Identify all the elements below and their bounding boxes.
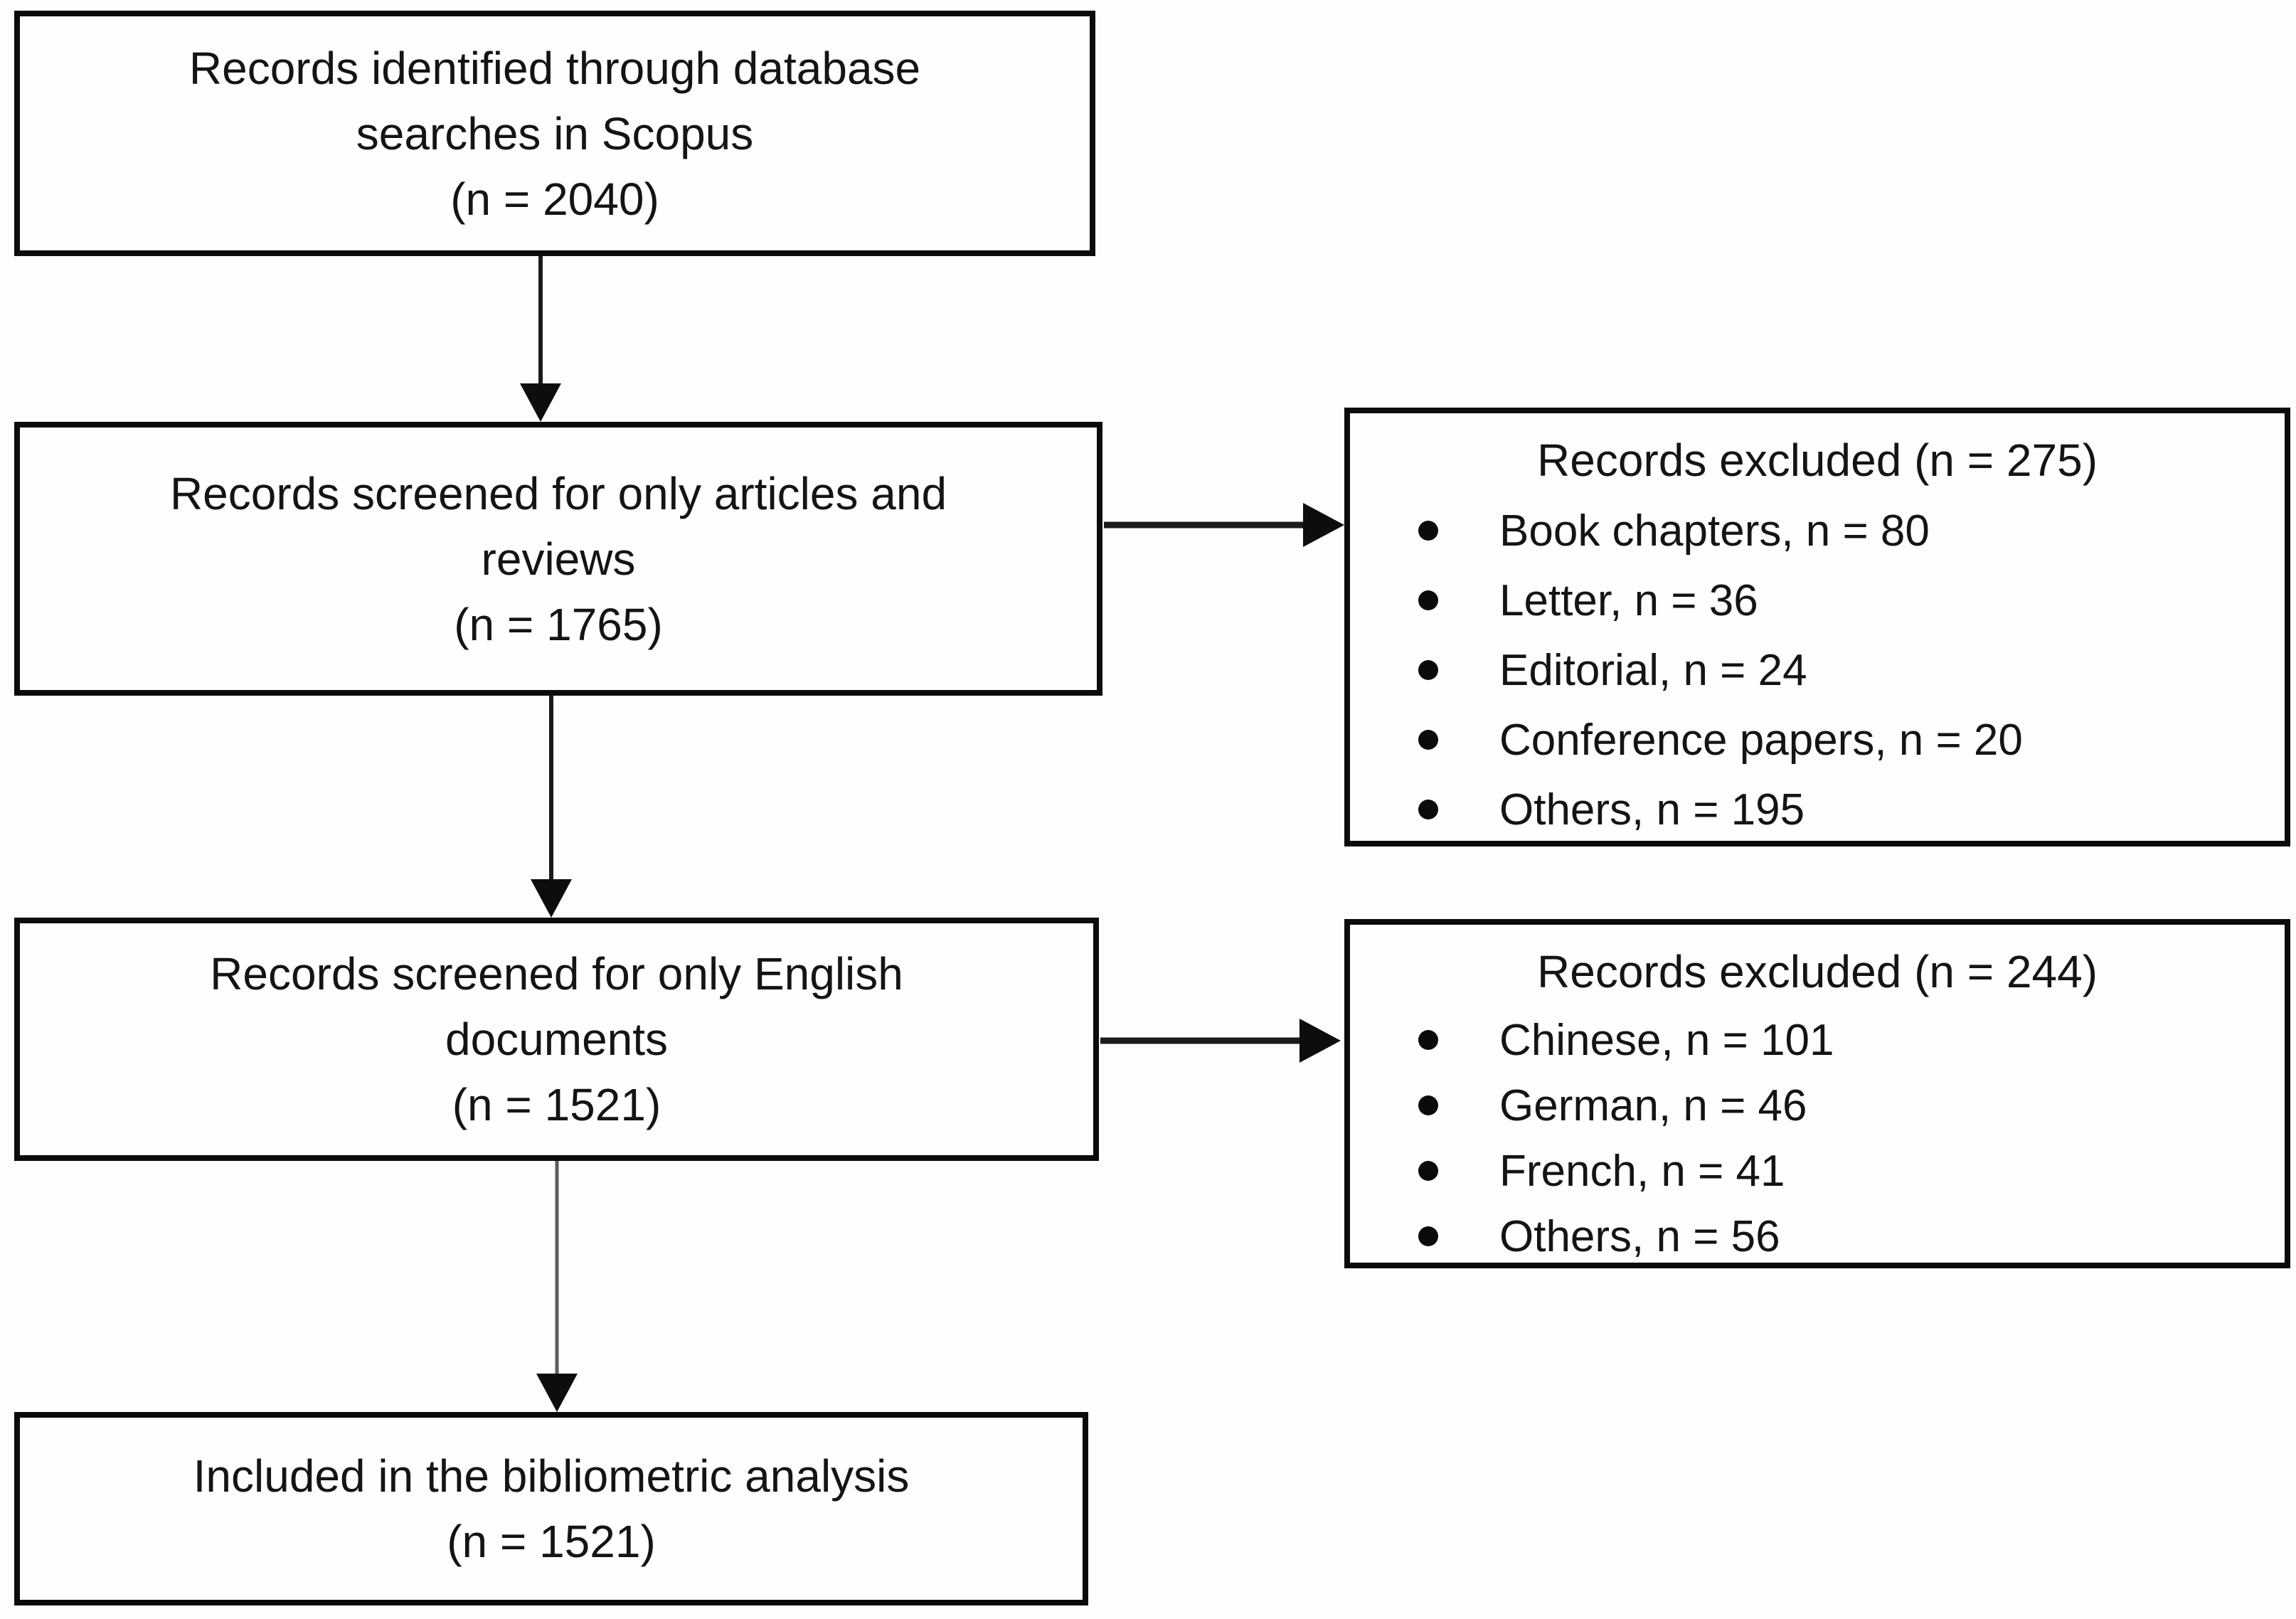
bullet-icon xyxy=(1418,1030,1438,1050)
list-item: Book chapters, n = 80 xyxy=(1418,496,2263,566)
arrow-shaft xyxy=(1100,1037,1308,1044)
box-text-line: Records screened for only English xyxy=(210,948,903,999)
arrow-right-excluded-2-icon xyxy=(1100,1016,1341,1065)
box-text-line: searches in Scopus xyxy=(356,107,754,159)
arrow-shaft xyxy=(538,256,543,391)
list-item-label: German, n = 46 xyxy=(1499,1081,1807,1130)
arrow-right-excluded-1-icon xyxy=(1104,501,1344,549)
excluded-list: Book chapters, n = 80 Letter, n = 36 Edi… xyxy=(1371,496,2263,844)
list-item: Conference papers, n = 20 xyxy=(1418,705,2263,775)
box-text-line: reviews xyxy=(481,533,636,585)
list-item-label: Others, n = 195 xyxy=(1499,785,1805,834)
box-text-line: documents xyxy=(445,1014,669,1065)
box-text-line: Records identified through database xyxy=(188,42,921,94)
arrowhead-right-icon xyxy=(1303,503,1344,547)
bullet-icon xyxy=(1418,521,1438,541)
excluded-box-title: Records excluded (n = 275) xyxy=(1537,435,2098,486)
box-n-count: (n = 1521) xyxy=(447,1516,656,1567)
list-item-label: French, n = 41 xyxy=(1499,1146,1785,1196)
arrow-down-english-to-included-icon xyxy=(534,1161,580,1412)
arrow-down-identified-to-screened-icon xyxy=(518,256,563,422)
list-item: Chinese, n = 101 xyxy=(1418,1007,2263,1073)
arrow-shaft xyxy=(555,1161,559,1381)
arrow-shaft xyxy=(1104,521,1312,529)
excluded-box-title: Records excluded (n = 244) xyxy=(1537,946,2098,997)
list-item: Editorial, n = 24 xyxy=(1418,635,2263,705)
list-item-label: Chinese, n = 101 xyxy=(1499,1015,1834,1065)
list-item: German, n = 46 xyxy=(1418,1073,2263,1138)
arrow-down-screened-to-english-icon xyxy=(528,696,574,918)
list-item-label: Conference papers, n = 20 xyxy=(1499,715,2023,765)
bullet-icon xyxy=(1418,730,1438,750)
flow-box-excluded-records-2: Records excluded (n = 244) Chinese, n = … xyxy=(1344,919,2290,1268)
arrowhead-down-icon xyxy=(531,879,572,918)
bullet-icon xyxy=(1418,1226,1438,1246)
list-item: French, n = 41 xyxy=(1418,1138,2263,1204)
box-text-line: Included in the bibliometric analysis xyxy=(193,1450,910,1502)
excluded-list: Chinese, n = 101 German, n = 46 French, … xyxy=(1371,1007,2263,1269)
list-item: Letter, n = 36 xyxy=(1418,566,2263,635)
bullet-icon xyxy=(1418,590,1438,610)
flow-box-included: Included in the bibliometric analysis (n… xyxy=(14,1412,1088,1605)
bullet-icon xyxy=(1418,660,1438,680)
arrowhead-down-icon xyxy=(536,1374,578,1412)
box-text-line: Records screened for only articles and xyxy=(169,467,947,519)
arrowhead-right-icon xyxy=(1300,1019,1341,1063)
list-item-label: Editorial, n = 24 xyxy=(1499,645,1807,695)
box-n-count: (n = 1765) xyxy=(454,598,663,650)
list-item: Others, n = 195 xyxy=(1418,775,2263,844)
arrow-shaft xyxy=(549,696,553,886)
bullet-icon xyxy=(1418,1095,1438,1115)
list-item: Others, n = 56 xyxy=(1418,1204,2263,1269)
box-n-count: (n = 2040) xyxy=(450,173,659,225)
box-n-count: (n = 1521) xyxy=(452,1079,661,1130)
bullet-icon xyxy=(1418,800,1438,819)
flow-box-screened-articles: Records screened for only articles and r… xyxy=(14,422,1102,696)
flow-box-records-identified: Records identified through database sear… xyxy=(14,11,1095,256)
arrowhead-down-icon xyxy=(520,383,561,422)
list-item-label: Book chapters, n = 80 xyxy=(1499,506,1930,556)
flow-box-excluded-records-1: Records excluded (n = 275) Book chapters… xyxy=(1344,408,2290,846)
flow-box-screened-english: Records screened for only English docume… xyxy=(14,918,1099,1161)
list-item-label: Letter, n = 36 xyxy=(1499,575,1758,625)
list-item-label: Others, n = 56 xyxy=(1499,1211,1780,1261)
bullet-icon xyxy=(1418,1161,1438,1181)
